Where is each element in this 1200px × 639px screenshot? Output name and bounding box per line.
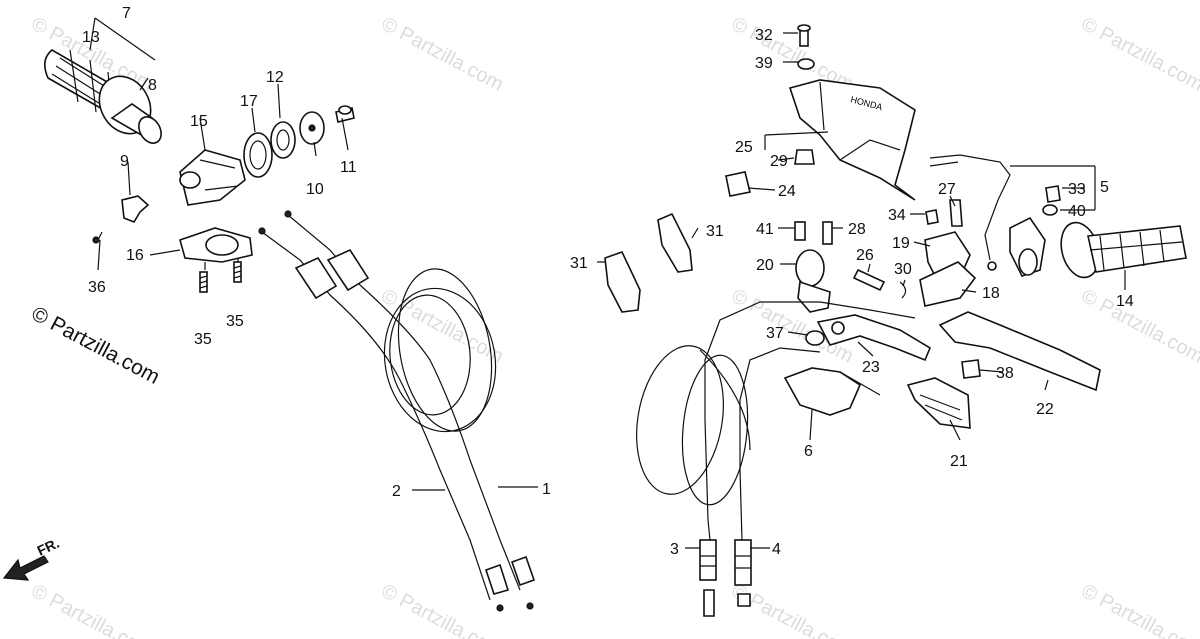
washer-40 (1042, 204, 1058, 216)
watermarks: © Partzilla.com © Partzilla.com © Partzi… (28, 13, 1200, 639)
screw-35-a (199, 271, 208, 293)
direction-label: FR. (35, 535, 62, 559)
bolt-32 (797, 24, 811, 47)
seal-17 (243, 132, 273, 178)
callout-37: 37 (766, 325, 784, 342)
callout-11: 11 (340, 159, 357, 176)
callout-21: 21 (950, 453, 968, 470)
lever-bracket (795, 249, 831, 313)
callout-23: 23 (862, 359, 880, 376)
callout-28: 28 (848, 221, 866, 238)
callout-17: 17 (240, 93, 258, 110)
callout-26: 26 (856, 247, 874, 264)
callout-19: 19 (892, 235, 910, 252)
strap-31-right (657, 212, 693, 273)
callout-15: 15 (190, 113, 208, 130)
bolt-41 (794, 221, 806, 241)
callout-39: 39 (755, 55, 773, 72)
callout-6: 6 (804, 443, 813, 460)
clutch-cables (636, 301, 916, 617)
leader-lines (89, 17, 1126, 549)
screw-11 (335, 105, 355, 123)
callout-2: 2 (392, 483, 401, 500)
pin-27 (949, 199, 963, 227)
callout-4: 4 (772, 541, 781, 558)
clutch-lever (805, 314, 932, 362)
callout-38: 38 (996, 365, 1014, 382)
clip-30 (899, 281, 907, 299)
callout-31-right: 31 (706, 223, 724, 240)
hand-guard: HONDA (788, 79, 916, 201)
watermark-10: © Partzilla.com (728, 580, 857, 639)
callout-7: 7 (122, 5, 131, 22)
callout-25: 25 (735, 139, 753, 156)
callout-32: 32 (755, 27, 773, 44)
callout-27: 27 (938, 181, 956, 198)
left-grip (1060, 221, 1187, 279)
callout-36: 36 (88, 279, 106, 296)
strap-31-left (604, 251, 641, 313)
throttle-clamp (179, 227, 253, 263)
clamp-24 (725, 171, 751, 197)
callout-35-b: 35 (226, 313, 244, 330)
kill-switch (929, 154, 1046, 277)
callout-13: 13 (82, 29, 100, 46)
callout-30: 30 (894, 261, 912, 278)
watermark-7: © Partzilla.com (1078, 285, 1200, 368)
callout-18: 18 (982, 285, 1000, 302)
callout-8: 8 (148, 77, 157, 94)
callout-33: 33 (1068, 181, 1086, 198)
watermark-2: © Partzilla.com (378, 13, 507, 96)
seal-12 (270, 121, 296, 159)
front-direction-arrow: FR. (2, 535, 62, 581)
callout-16: 16 (126, 247, 144, 264)
screw-33 (1045, 185, 1061, 203)
bolt-28 (822, 221, 833, 245)
collar-29 (794, 149, 815, 165)
throttle-cables (258, 210, 536, 612)
callout-5: 5 (1100, 179, 1109, 196)
callout-14: 14 (1116, 293, 1134, 310)
watermark-4: © Partzilla.com (1078, 13, 1200, 96)
callout-34: 34 (888, 207, 906, 224)
washer-39 (797, 58, 815, 70)
callout-10: 10 (306, 181, 324, 198)
callout-40: 40 (1068, 203, 1086, 220)
brand-text: © Partzilla.com (28, 302, 164, 389)
callout-12: 12 (266, 69, 284, 86)
watermark-8: © Partzilla.com (28, 580, 157, 639)
switch-housing (919, 231, 977, 307)
pin-26 (852, 268, 886, 292)
screw-36 (92, 231, 103, 244)
callout-labels: 7 13 8 15 17 12 9 11 10 16 36 35 35 2 1 … (82, 5, 1134, 558)
callout-35-a: 35 (194, 331, 212, 348)
callout-20: 20 (756, 257, 774, 274)
screw-35-b (233, 261, 242, 283)
screw-34 (925, 209, 939, 225)
watermark-5: © Partzilla.com (378, 285, 507, 368)
callout-3: 3 (670, 541, 679, 558)
throttle-grip (44, 49, 162, 144)
callout-29: 29 (770, 153, 788, 170)
watermark-9: © Partzilla.com (378, 580, 507, 639)
clip-9 (121, 195, 150, 223)
throttle-housing (179, 149, 246, 206)
lever-cover (906, 377, 971, 429)
callout-1: 1 (542, 481, 551, 498)
cable-guide (783, 367, 881, 416)
brake-lever (938, 311, 1101, 392)
callout-9: 9 (120, 153, 129, 170)
watermark-11: © Partzilla.com (1078, 580, 1200, 639)
callout-24: 24 (778, 183, 796, 200)
callout-22: 22 (1036, 401, 1054, 418)
callout-31-left: 31 (570, 255, 588, 272)
callout-41: 41 (756, 221, 774, 238)
